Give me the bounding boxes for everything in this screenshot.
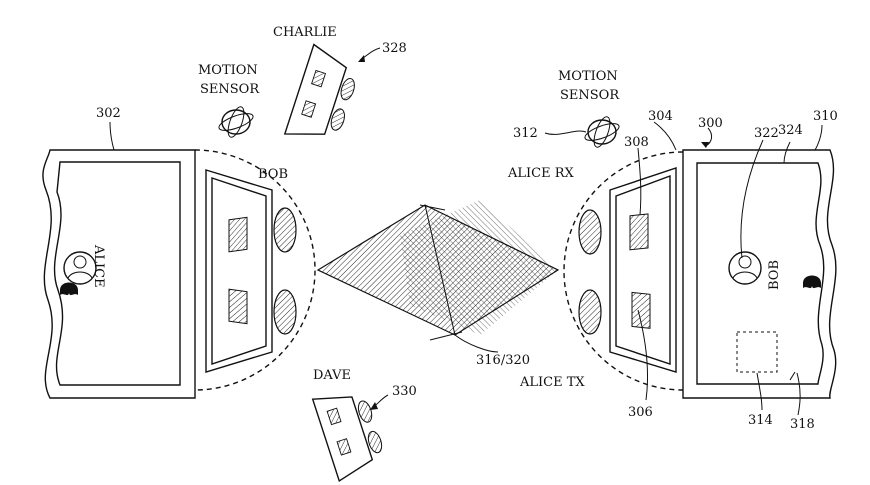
ref-304: 304 bbox=[648, 109, 673, 124]
motion-sensor-left-icon bbox=[218, 106, 254, 138]
right-indicator-icon bbox=[803, 275, 821, 289]
right-device-300: BOB bbox=[682, 149, 837, 399]
ref-300: 300 bbox=[698, 116, 723, 131]
ref-316-320: 316/320 bbox=[476, 353, 530, 368]
sensor-region-314 bbox=[736, 331, 778, 373]
ref-324: 324 bbox=[778, 123, 803, 138]
left-indicator-icon bbox=[60, 282, 78, 296]
alice-vertical-label: ALICE bbox=[91, 244, 106, 288]
alice-rx-label: ALICE RX bbox=[507, 166, 575, 181]
ref-302: 302 bbox=[96, 106, 121, 121]
bob-vertical-label: BOB bbox=[767, 260, 782, 290]
ref-310: 310 bbox=[813, 109, 838, 124]
ref-306: 306 bbox=[628, 405, 653, 420]
charlie-label: CHARLIE bbox=[273, 25, 337, 40]
bob-avatar-icon bbox=[728, 251, 762, 285]
ref-318: 318 bbox=[790, 417, 815, 432]
ref-312: 312 bbox=[513, 126, 538, 141]
dave-label: DAVE bbox=[313, 368, 351, 383]
left-view-circle bbox=[194, 149, 316, 391]
right-view-circle bbox=[563, 151, 684, 391]
ref-322: 322 bbox=[754, 126, 779, 141]
left-device-302: ALICE bbox=[42, 149, 196, 399]
motion-sensor-right-label-2: SENSOR bbox=[560, 88, 620, 103]
charlie-headset bbox=[283, 43, 355, 135]
bob-top-label: BOB bbox=[258, 167, 288, 182]
dave-headset bbox=[311, 396, 383, 483]
alice-tx-label: ALICE TX bbox=[519, 375, 585, 390]
right-headset-view bbox=[578, 167, 677, 373]
motion-sensor-left-label-1: MOTION bbox=[198, 63, 258, 78]
ref-314: 314 bbox=[748, 413, 773, 428]
motion-sensor-right-label-1: MOTION bbox=[558, 69, 618, 84]
light-beam-316-320 bbox=[316, 200, 560, 341]
left-headset-view bbox=[205, 169, 297, 373]
leader-lines bbox=[109, 47, 823, 416]
ref-330: 330 bbox=[392, 384, 417, 399]
motion-sensor-left-label-2: SENSOR bbox=[200, 82, 260, 97]
motion-sensor-right-icon bbox=[584, 116, 620, 148]
ref-328: 328 bbox=[382, 41, 407, 56]
alice-avatar-icon bbox=[63, 251, 97, 285]
ref-308: 308 bbox=[624, 135, 649, 150]
